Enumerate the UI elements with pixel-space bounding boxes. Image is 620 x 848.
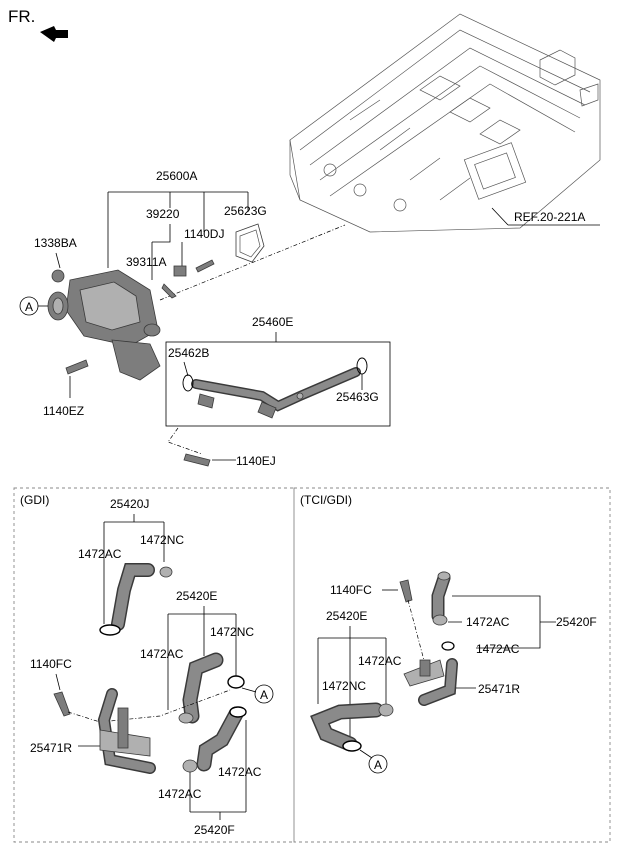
tci-gdi-title: (TCI/GDI) bbox=[300, 493, 352, 507]
mounting-centerline bbox=[159, 224, 346, 301]
clamp-tci-1472AC-a bbox=[378, 703, 394, 717]
bolt-tci-1140FC bbox=[399, 579, 413, 603]
clamp-tci-1472AC-c bbox=[441, 641, 455, 651]
direction-arrow-icon bbox=[40, 26, 68, 42]
gdi-callout-a-label: A bbox=[260, 688, 268, 702]
label-gdi-1472AC-a: 1472AC bbox=[78, 547, 122, 561]
tci-callout-a-label: A bbox=[374, 758, 382, 772]
label-tci-25471R: 25471R bbox=[478, 682, 520, 696]
clamp-gdi-1472AC-c bbox=[229, 706, 247, 718]
label-39311A: 39311A bbox=[126, 255, 166, 269]
bracket-25600A bbox=[107, 191, 249, 268]
label-tci-1472AC-c: 1472AC bbox=[476, 642, 520, 656]
label-tci-1472AC-b: 1472AC bbox=[466, 615, 510, 629]
tci-callout-a-leader bbox=[359, 749, 373, 759]
clamp-gdi-1472NC-a bbox=[159, 566, 173, 578]
label-tci-1472AC-a: 1472AC bbox=[358, 654, 402, 668]
hose-gdi-25420E bbox=[182, 652, 224, 724]
pipe-gdi-25471R bbox=[97, 688, 156, 774]
label-25420J: 25420J bbox=[110, 497, 149, 511]
box-25460E bbox=[165, 341, 391, 427]
thermostat-housing-25600A bbox=[47, 269, 161, 381]
bracket-tci-25420F bbox=[448, 595, 556, 649]
direction-label: FR. bbox=[8, 7, 35, 26]
label-gdi-1472AC-b: 1472AC bbox=[140, 647, 184, 661]
centerline-1140EJ bbox=[167, 427, 203, 455]
label-1140DJ: 1140DJ bbox=[184, 227, 224, 241]
label-gdi-1140FC: 1140FC bbox=[30, 657, 72, 671]
label-gdi-25420F: 25420F bbox=[194, 823, 235, 837]
label-25600A: 25600A bbox=[156, 169, 197, 183]
nut-1338BA bbox=[51, 269, 65, 283]
hose-gdi-25420F bbox=[196, 706, 244, 772]
label-25462B: 25462B bbox=[168, 346, 209, 360]
tci-callout-a-circle bbox=[368, 754, 388, 774]
tci-centerline bbox=[407, 599, 427, 669]
ref-leader bbox=[491, 207, 509, 226]
o-ring-25463G bbox=[356, 357, 368, 375]
bolt-gdi-1140FC bbox=[53, 691, 71, 717]
clamp-gdi-1472AC-b bbox=[178, 712, 194, 724]
label-25623G: 25623G bbox=[224, 204, 267, 218]
callout-a-label: A bbox=[25, 300, 33, 314]
gdi-callout-a-circle bbox=[254, 684, 274, 704]
gdi-callout-a-leader bbox=[241, 687, 257, 693]
label-1338BA: 1338BA bbox=[34, 236, 77, 250]
gdi-title: (GDI) bbox=[20, 493, 49, 507]
ref-label: REF.20-221A bbox=[514, 210, 585, 224]
clamp-gdi-1472AC-a bbox=[99, 624, 121, 636]
gdi-panel bbox=[13, 487, 295, 843]
bolt-1140EJ bbox=[183, 453, 211, 467]
clamp-tci-1472NC bbox=[342, 740, 362, 752]
label-tci-1472NC: 1472NC bbox=[322, 679, 366, 693]
cylinder-head-drawing bbox=[289, 13, 601, 233]
pipe-25460E bbox=[191, 367, 361, 419]
bracket-39220 bbox=[151, 224, 183, 280]
clamp-gdi-1472AC-d bbox=[182, 759, 198, 773]
hose-25420J bbox=[111, 563, 155, 631]
pipe-tci-25471R bbox=[403, 658, 458, 706]
label-25460E: 25460E bbox=[252, 315, 293, 329]
leader-gdi-1140FC bbox=[55, 673, 61, 691]
part-39311A bbox=[161, 283, 177, 299]
label-gdi-25420E: 25420E bbox=[176, 589, 217, 603]
label-tci-1140FC: 1140FC bbox=[330, 583, 372, 597]
label-1140EJ: 1140EJ bbox=[236, 454, 276, 468]
label-gdi-1472NC-b: 1472NC bbox=[210, 625, 254, 639]
label-tci-25420E: 25420E bbox=[326, 609, 367, 623]
sensor-39220 bbox=[173, 265, 187, 277]
hose-tci-25420E bbox=[310, 702, 384, 752]
label-39220: 39220 bbox=[146, 207, 180, 221]
gasket-25623G bbox=[235, 223, 265, 263]
label-1140EZ: 1140EZ bbox=[43, 404, 84, 418]
label-gdi-1472NC-a: 1472NC bbox=[140, 533, 184, 547]
tci-gdi-panel bbox=[293, 487, 611, 843]
bracket-gdi-25420E bbox=[167, 606, 237, 710]
label-gdi-25471R: 25471R bbox=[30, 741, 72, 755]
gdi-centerline bbox=[67, 689, 231, 723]
bracket-tci-25420E bbox=[317, 626, 387, 736]
leader-1338BA bbox=[55, 252, 61, 269]
hose-tci-25420F bbox=[431, 571, 451, 623]
label-tci-25420F: 25420F bbox=[556, 615, 597, 629]
bolt-1140EZ bbox=[65, 359, 89, 375]
bracket-25420J bbox=[103, 514, 165, 624]
label-gdi-1472AC-d: 1472AC bbox=[158, 787, 202, 801]
leader-25462B bbox=[183, 361, 189, 377]
label-gdi-1472AC-c: 1472AC bbox=[218, 765, 262, 779]
clamp-tci-1472AC-b bbox=[432, 614, 448, 626]
label-25463G: 25463G bbox=[336, 390, 379, 404]
bolt-1140DJ bbox=[195, 259, 215, 273]
bracket-gdi-25420F bbox=[189, 720, 247, 820]
clamp-gdi-1472NC-b bbox=[227, 675, 245, 689]
